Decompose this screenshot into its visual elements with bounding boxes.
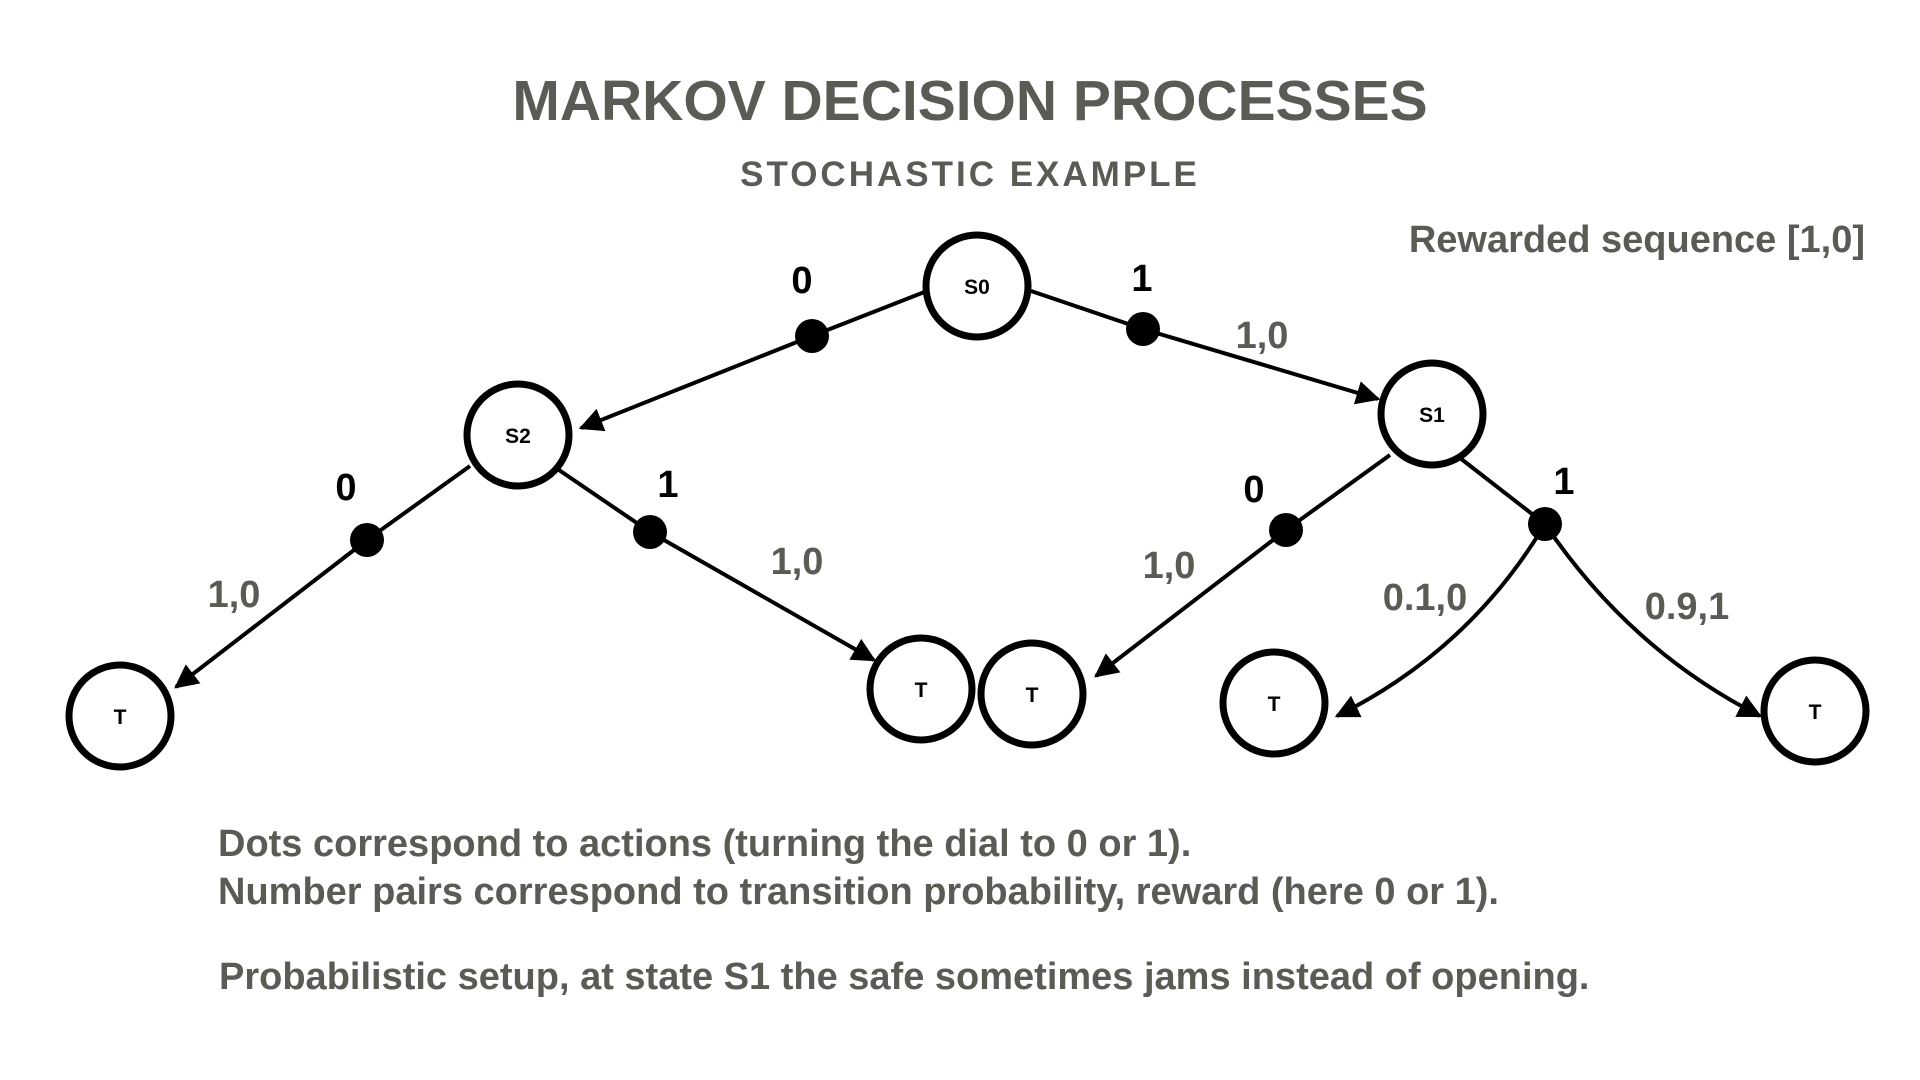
state-s2-label: S2 [505,425,531,448]
action-dot-s2-1 [633,515,667,549]
action-label-s2-0: 0 [335,467,356,509]
state-s2: S2 [463,380,573,490]
action-label-s2-1: 1 [657,464,678,506]
edge-action1-to-s1 [1142,327,1381,405]
terminal-label: T [1809,701,1822,724]
action-label-s1-1: 1 [1553,461,1574,503]
transition-label-s0-to-s1: 1,0 [1236,315,1289,357]
rewarded-sequence-label: Rewarded sequence [1,0] [1409,219,1865,261]
state-s1: S1 [1377,359,1487,469]
edge-s1-action0-to-terminal [1094,528,1288,678]
terminal-label: T [1026,684,1039,707]
edge-s0-to-action1 [1030,289,1144,331]
edge-s2-action0-to-terminal [174,538,369,689]
action-label-s0-1: 1 [1131,258,1152,300]
terminal-state: T [65,661,175,771]
note-probabilistic-setup: Probabilistic setup, at state S1 the saf… [219,956,1590,998]
action-dot-s0-1 [1126,312,1160,346]
action-dot-s1-0 [1269,513,1303,547]
transition-label-s2-a0: 1,0 [208,574,261,616]
page-title: MARKOV DECISION PROCESSES [512,69,1427,133]
edge-s0-to-action0 [811,289,928,338]
terminal-label: T [114,706,127,729]
action-dot-s1-1 [1528,507,1562,541]
state-s0: S0 [922,231,1032,341]
note-number-pairs: Number pairs correspond to transition pr… [218,871,1499,913]
edge-s1-action1-open-to-terminal [1543,522,1763,718]
transition-label-s2-a1: 1,0 [771,541,824,583]
edge-action0-to-s2 [578,334,813,432]
transition-label-s1-a1-jam: 0.1,0 [1383,577,1468,619]
edge-s2-to-action1 [554,466,652,534]
transition-label-s1-a1-open: 0.9,1 [1645,586,1730,628]
edge-s2-to-action0 [365,464,472,542]
terminal-state: T [977,639,1087,749]
state-s1-label: S1 [1419,404,1445,427]
terminal-label: T [915,679,928,702]
action-dot-s2-0 [350,523,384,557]
edge-s2-action1-to-terminal [649,530,877,662]
page-subtitle: STOCHASTIC EXAMPLE [740,155,1200,194]
terminal-state: T [1760,656,1870,766]
terminal-state: T [866,634,976,744]
edge-s1-to-action1 [1458,456,1547,526]
action-label-s0-0: 0 [791,260,812,302]
edge-s1-to-action0 [1284,453,1392,532]
action-dot-s0-0 [795,319,829,353]
terminal-label: T [1268,693,1281,716]
edge-s1-action1-jam-to-terminal [1334,522,1547,718]
note-actions: Dots correspond to actions (turning the … [218,823,1191,865]
action-label-s1-0: 0 [1243,469,1264,511]
state-s0-label: S0 [964,276,990,299]
terminal-state: T [1219,648,1329,758]
transition-label-s1-a0: 1,0 [1143,545,1196,587]
